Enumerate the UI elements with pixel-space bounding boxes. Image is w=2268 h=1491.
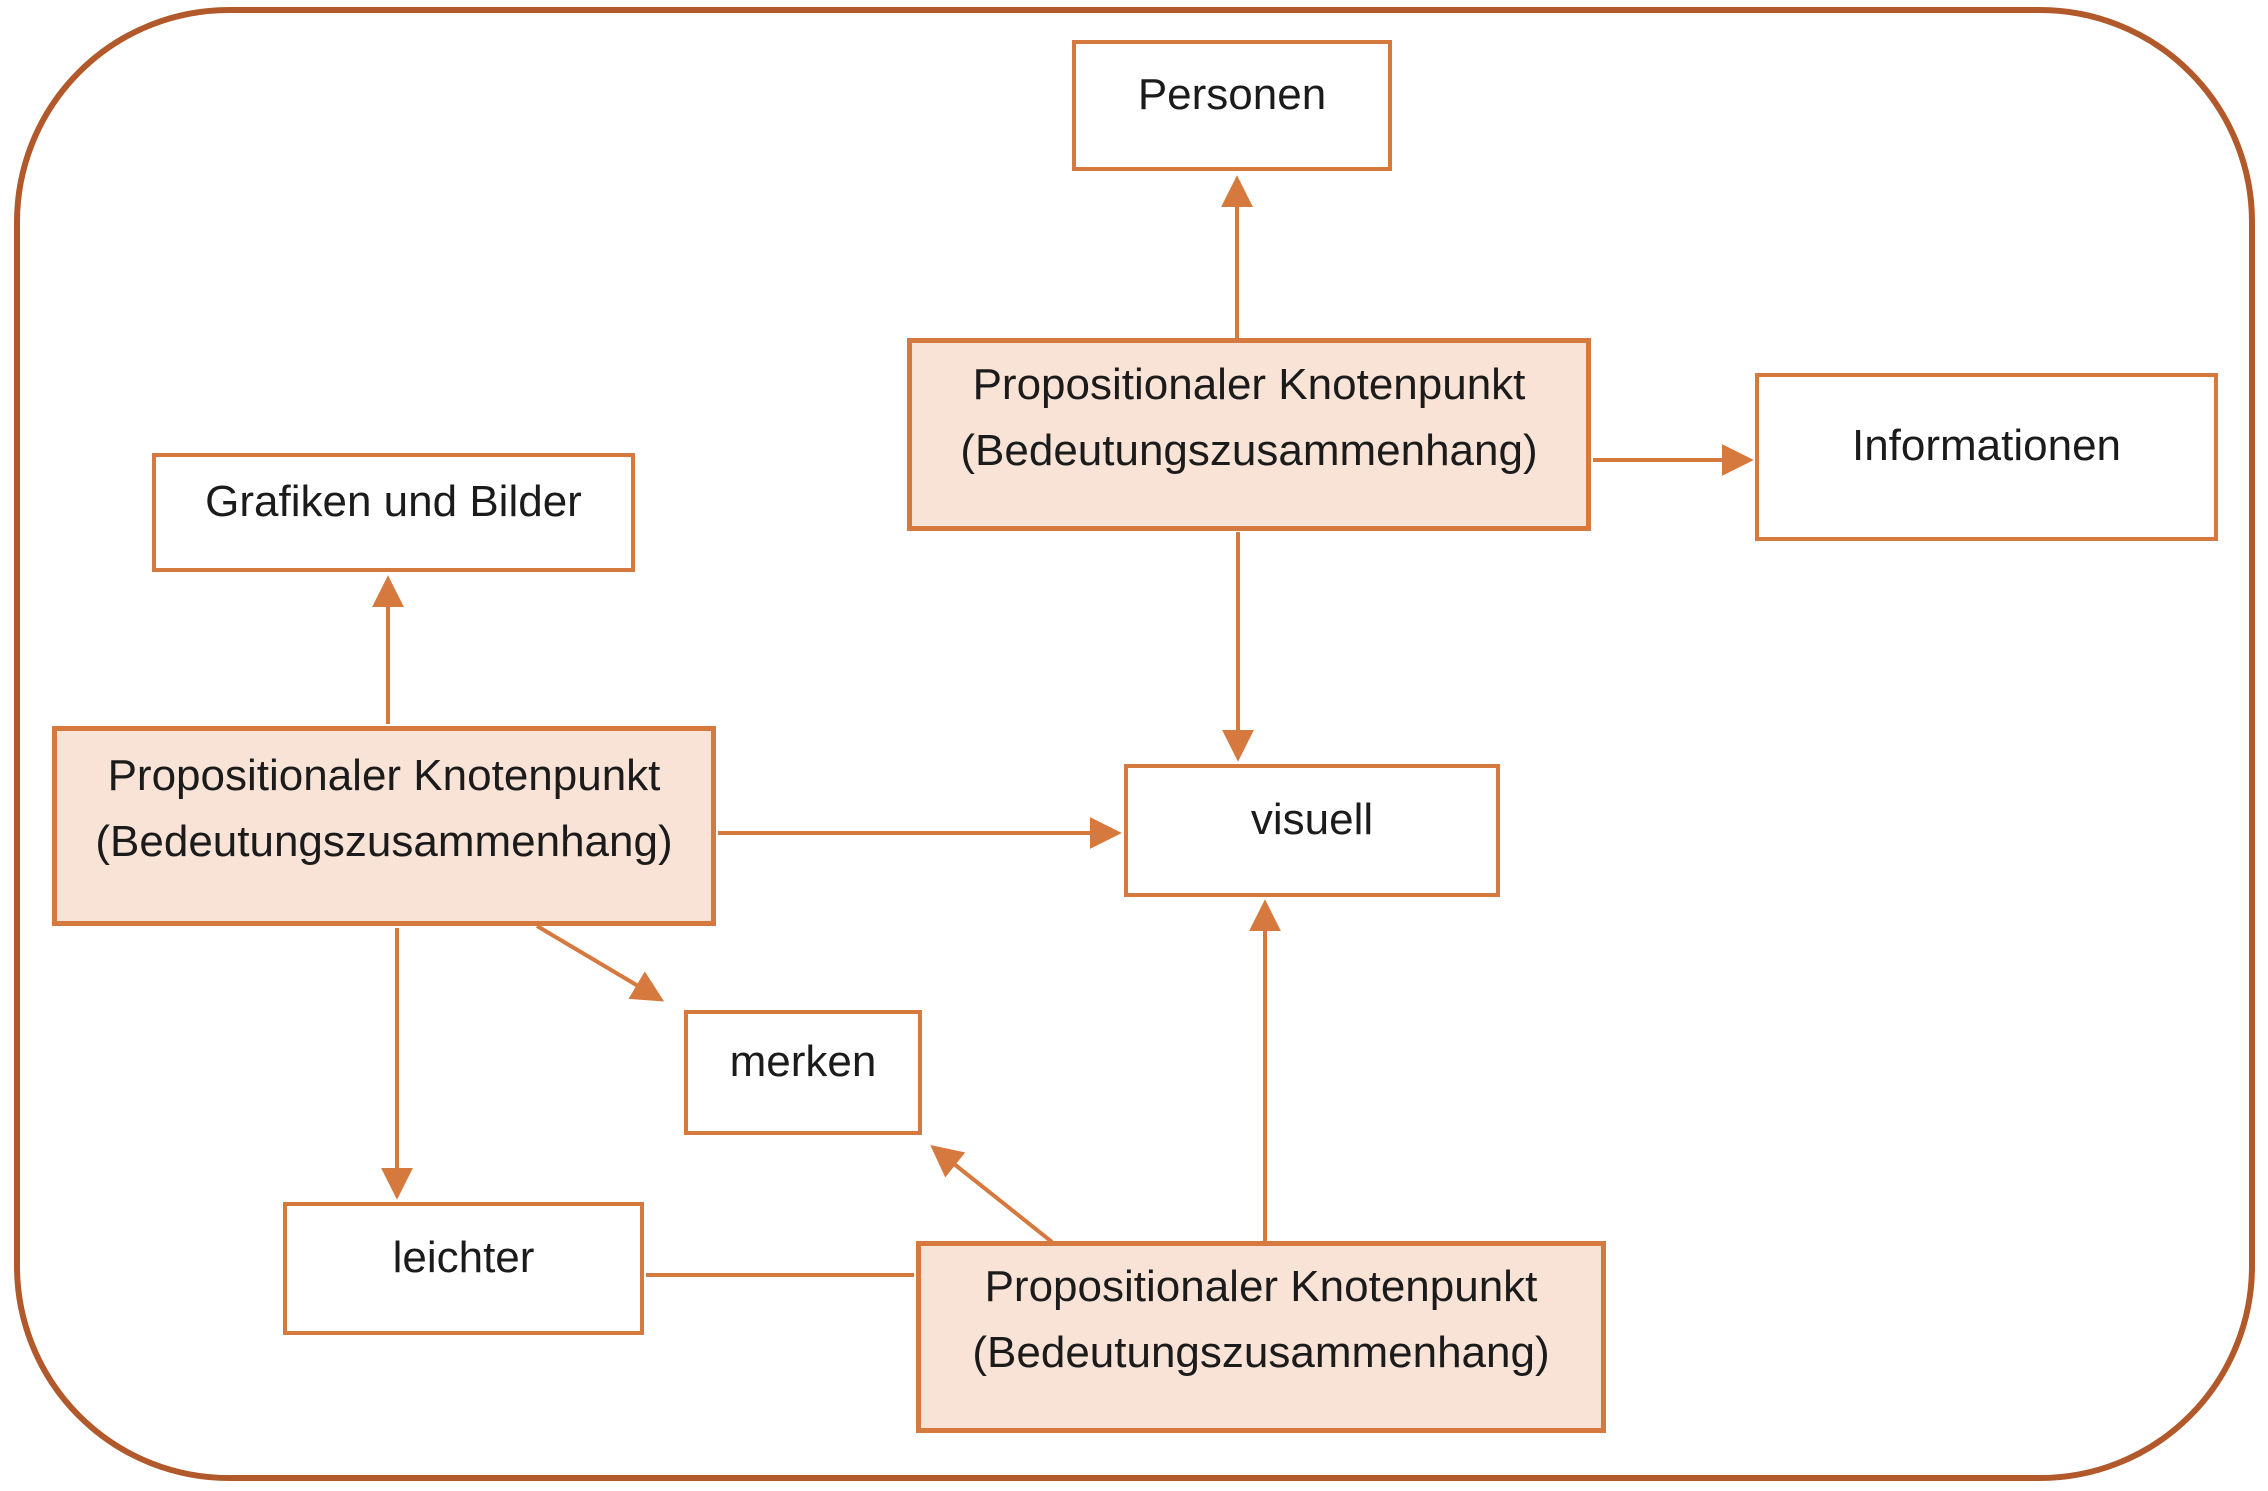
node-propositionaler-knotenpunkt-bottom: Propositionaler Knotenpunkt (Bedeutungsz… [916, 1241, 1606, 1433]
node-propositionaler-knotenpunkt-top: Propositionaler Knotenpunkt (Bedeutungsz… [907, 338, 1591, 531]
node-label: Personen [1137, 69, 1327, 119]
node-leichter: leichter [283, 1202, 644, 1335]
node-label-line2: (Bedeutungszusammenhang) [972, 1328, 1550, 1377]
node-visuell: visuell [1124, 764, 1500, 897]
node-merken: merken [684, 1010, 922, 1135]
outer-frame [14, 7, 2255, 1481]
node-label-line1: Propositionaler Knotenpunkt [984, 1262, 1538, 1311]
node-personen: Personen [1072, 40, 1392, 171]
node-label-line1: Propositionaler Knotenpunkt [972, 359, 1526, 409]
node-propositionaler-knotenpunkt-left: Propositionaler Knotenpunkt (Bedeutungsz… [52, 726, 716, 926]
node-informationen: Informationen [1755, 373, 2218, 541]
node-label-line1: Propositionaler Knotenpunkt [107, 751, 661, 800]
node-label: merken [729, 1036, 877, 1086]
node-label: leichter [392, 1232, 535, 1282]
node-label-line2: (Bedeutungszusammenhang) [95, 817, 673, 866]
node-label: Grafiken und Bilder [205, 476, 582, 526]
node-grafiken-und-bilder: Grafiken und Bilder [152, 453, 635, 572]
node-label: visuell [1250, 794, 1374, 844]
node-label: Informationen [1851, 421, 2122, 470]
node-label-line2: (Bedeutungszusammenhang) [960, 425, 1538, 475]
